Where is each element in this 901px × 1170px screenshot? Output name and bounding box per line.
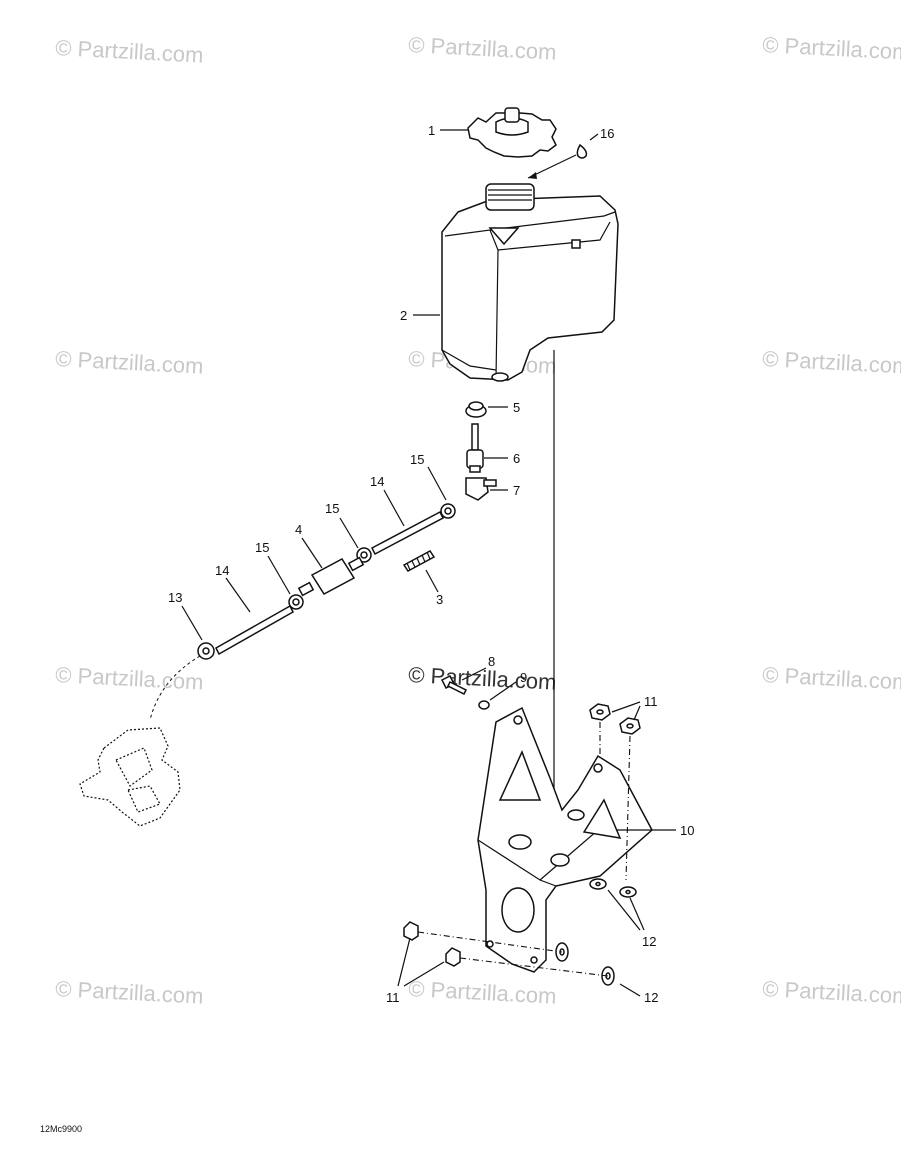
part-clamp [288,594,304,610]
callout-7: 7 [513,483,520,498]
watermark-text: © Partzilla.com [55,662,204,695]
part-clamp [440,503,456,519]
oil-pump-outline [79,727,181,827]
callout-10: 10 [680,823,694,838]
callout-12: 12 [642,934,656,949]
watermarks: © Partzilla.com © Partzilla.com © Partzi… [55,32,901,1009]
part-hose-lower [215,604,294,656]
part-nut [619,717,641,735]
callout-14: 14 [215,563,229,578]
callout-3: 3 [436,592,443,607]
callout-1: 1 [428,123,435,138]
part-nut [403,921,419,941]
callouts: 1 16 2 5 6 7 15 14 15 4 15 14 13 3 8 9 1… [168,123,694,1005]
callout-13: 13 [168,590,182,605]
callout-11: 11 [644,694,658,709]
part-grommet [465,401,487,418]
callout-9: 9 [520,670,527,685]
watermark-text: © Partzilla.com [762,662,901,695]
watermark-text: © Partzilla.com [408,662,557,695]
part-bolt [440,674,468,696]
alignment-line [417,931,563,953]
watermark-text: © Partzilla.com [55,976,204,1009]
part-fitting [466,423,484,473]
watermark-text: © Partzilla.com [55,346,204,379]
callout-15: 15 [325,501,339,516]
callout-2: 2 [400,308,407,323]
callout-12: 12 [644,990,658,1005]
watermark-text: © Partzilla.com [762,346,901,379]
part-hose-upper [371,510,444,556]
part-washer [589,878,607,890]
part-washer [619,886,637,898]
callout-6: 6 [513,451,520,466]
part-spring [402,550,436,572]
watermark-text: © Partzilla.com [408,976,557,1009]
part-washer [478,700,490,710]
leader-lines [181,129,676,997]
callout-14: 14 [370,474,384,489]
part-bracket [477,706,653,973]
watermark-text: © Partzilla.com [408,32,557,65]
callout-15: 15 [410,452,424,467]
part-clamp-13 [197,642,215,660]
part-nut [589,703,611,721]
callout-16: 16 [600,126,614,141]
callout-8: 8 [488,654,495,669]
callout-5: 5 [513,400,520,415]
alignment-line [625,735,631,881]
callout-11: 11 [386,990,400,1005]
watermark-text: © Partzilla.com [762,976,901,1009]
part-oil-filter [297,556,365,597]
routing-line [149,655,201,721]
watermark-text: © Partzilla.com [55,35,204,68]
part-elbow [465,477,497,501]
watermark-text: © Partzilla.com [762,32,901,65]
part-oil-tank [441,183,619,382]
callout-4: 4 [295,522,302,537]
part-washer [601,966,615,986]
part-nut [445,947,461,967]
alignment-line [459,957,609,977]
part-drop-lubricant [527,143,588,179]
part-cap [467,107,557,158]
callout-15: 15 [255,540,269,555]
drawing-code: 12Mc9900 [40,1124,82,1134]
